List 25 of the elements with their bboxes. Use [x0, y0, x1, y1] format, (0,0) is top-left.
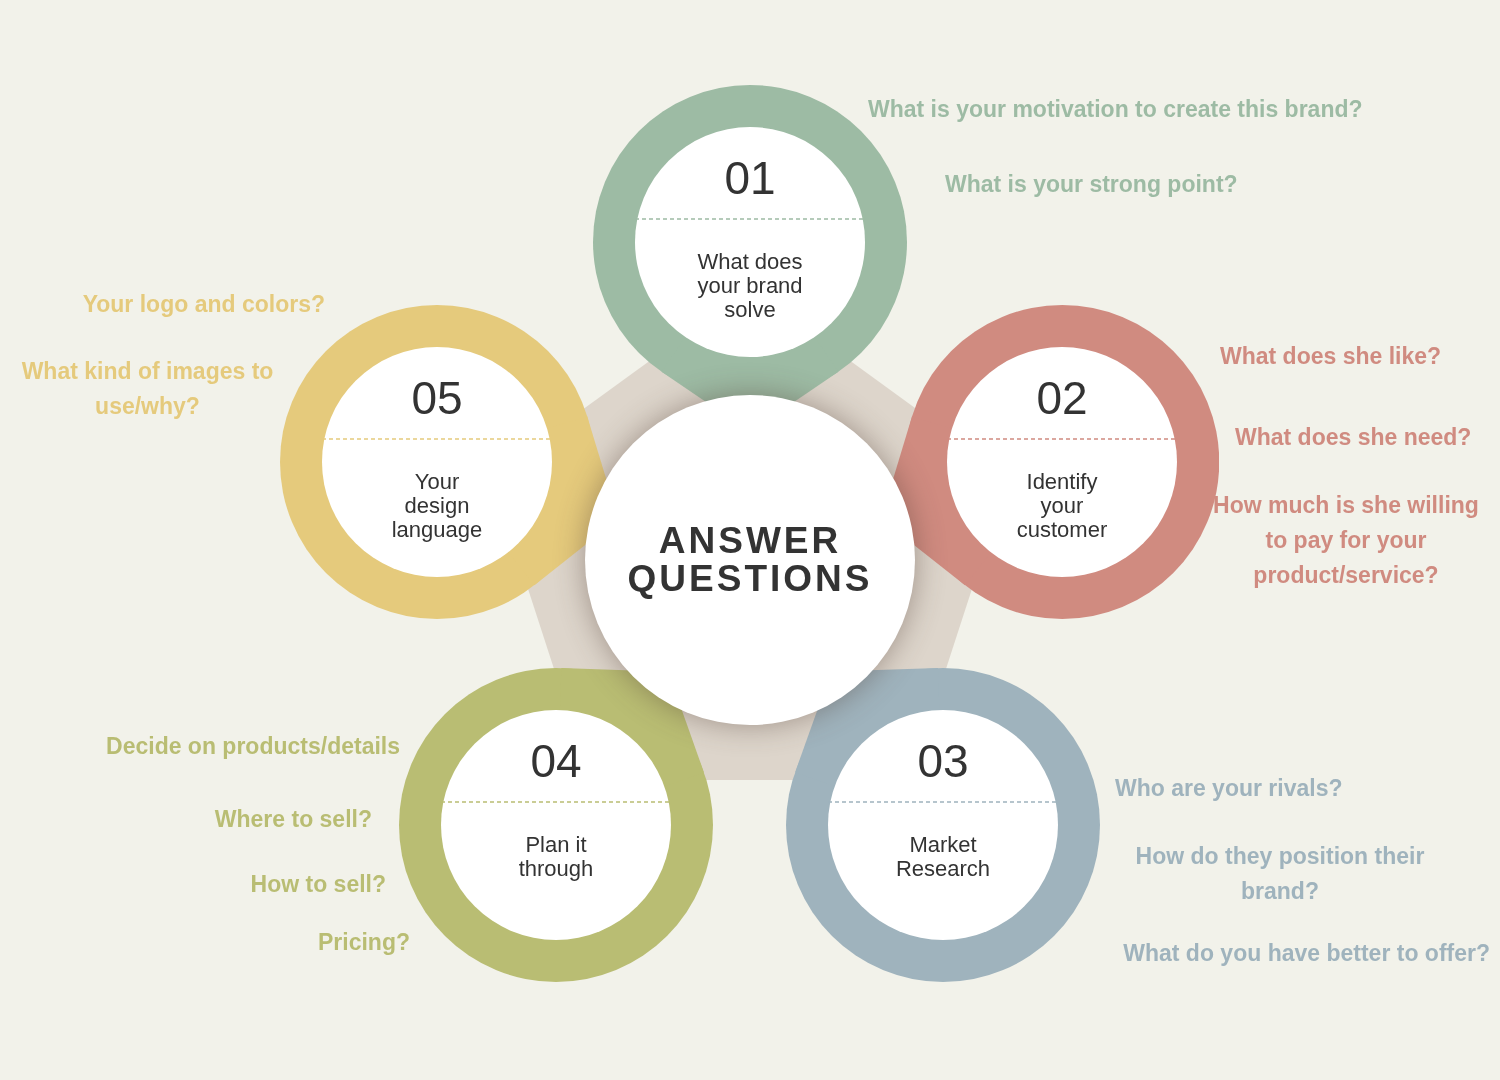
step-number: 01: [723, 155, 777, 201]
question-text: How do they position their brand?: [1134, 842, 1426, 906]
question-text: What is your strong point?: [945, 170, 1239, 199]
question-text: How to sell?: [249, 870, 386, 899]
step-description: What does your brand solve: [697, 250, 803, 322]
question-text: Decide on products/details: [105, 732, 400, 761]
question-text: Pricing?: [317, 928, 410, 957]
question-text: What kind of images to use/why?: [20, 357, 275, 421]
question-text: What does she need?: [1235, 423, 1473, 452]
step-number: 05: [410, 375, 464, 421]
step-number: 02: [1035, 375, 1089, 421]
step-number: 04: [529, 738, 583, 784]
question-text: Where to sell?: [213, 805, 372, 834]
question-text: Your logo and colors?: [81, 290, 325, 319]
question-text: What do you have better to offer?: [1122, 939, 1490, 968]
center-title: ANSWER QUESTIONS: [626, 522, 874, 598]
question-text: What does she like?: [1220, 342, 1443, 371]
question-text: How much is she willing to pay for your product/service?: [1212, 491, 1480, 590]
question-text: Who are your rivals?: [1115, 774, 1344, 803]
step-description: Your design language: [390, 470, 484, 542]
step-description: Identify your customer: [1015, 470, 1109, 542]
step-description: Market Research: [894, 833, 992, 881]
step-description: Plan it through: [517, 833, 595, 881]
question-text: What is your motivation to create this brand?: [868, 95, 1364, 124]
step-number: 03: [916, 738, 970, 784]
